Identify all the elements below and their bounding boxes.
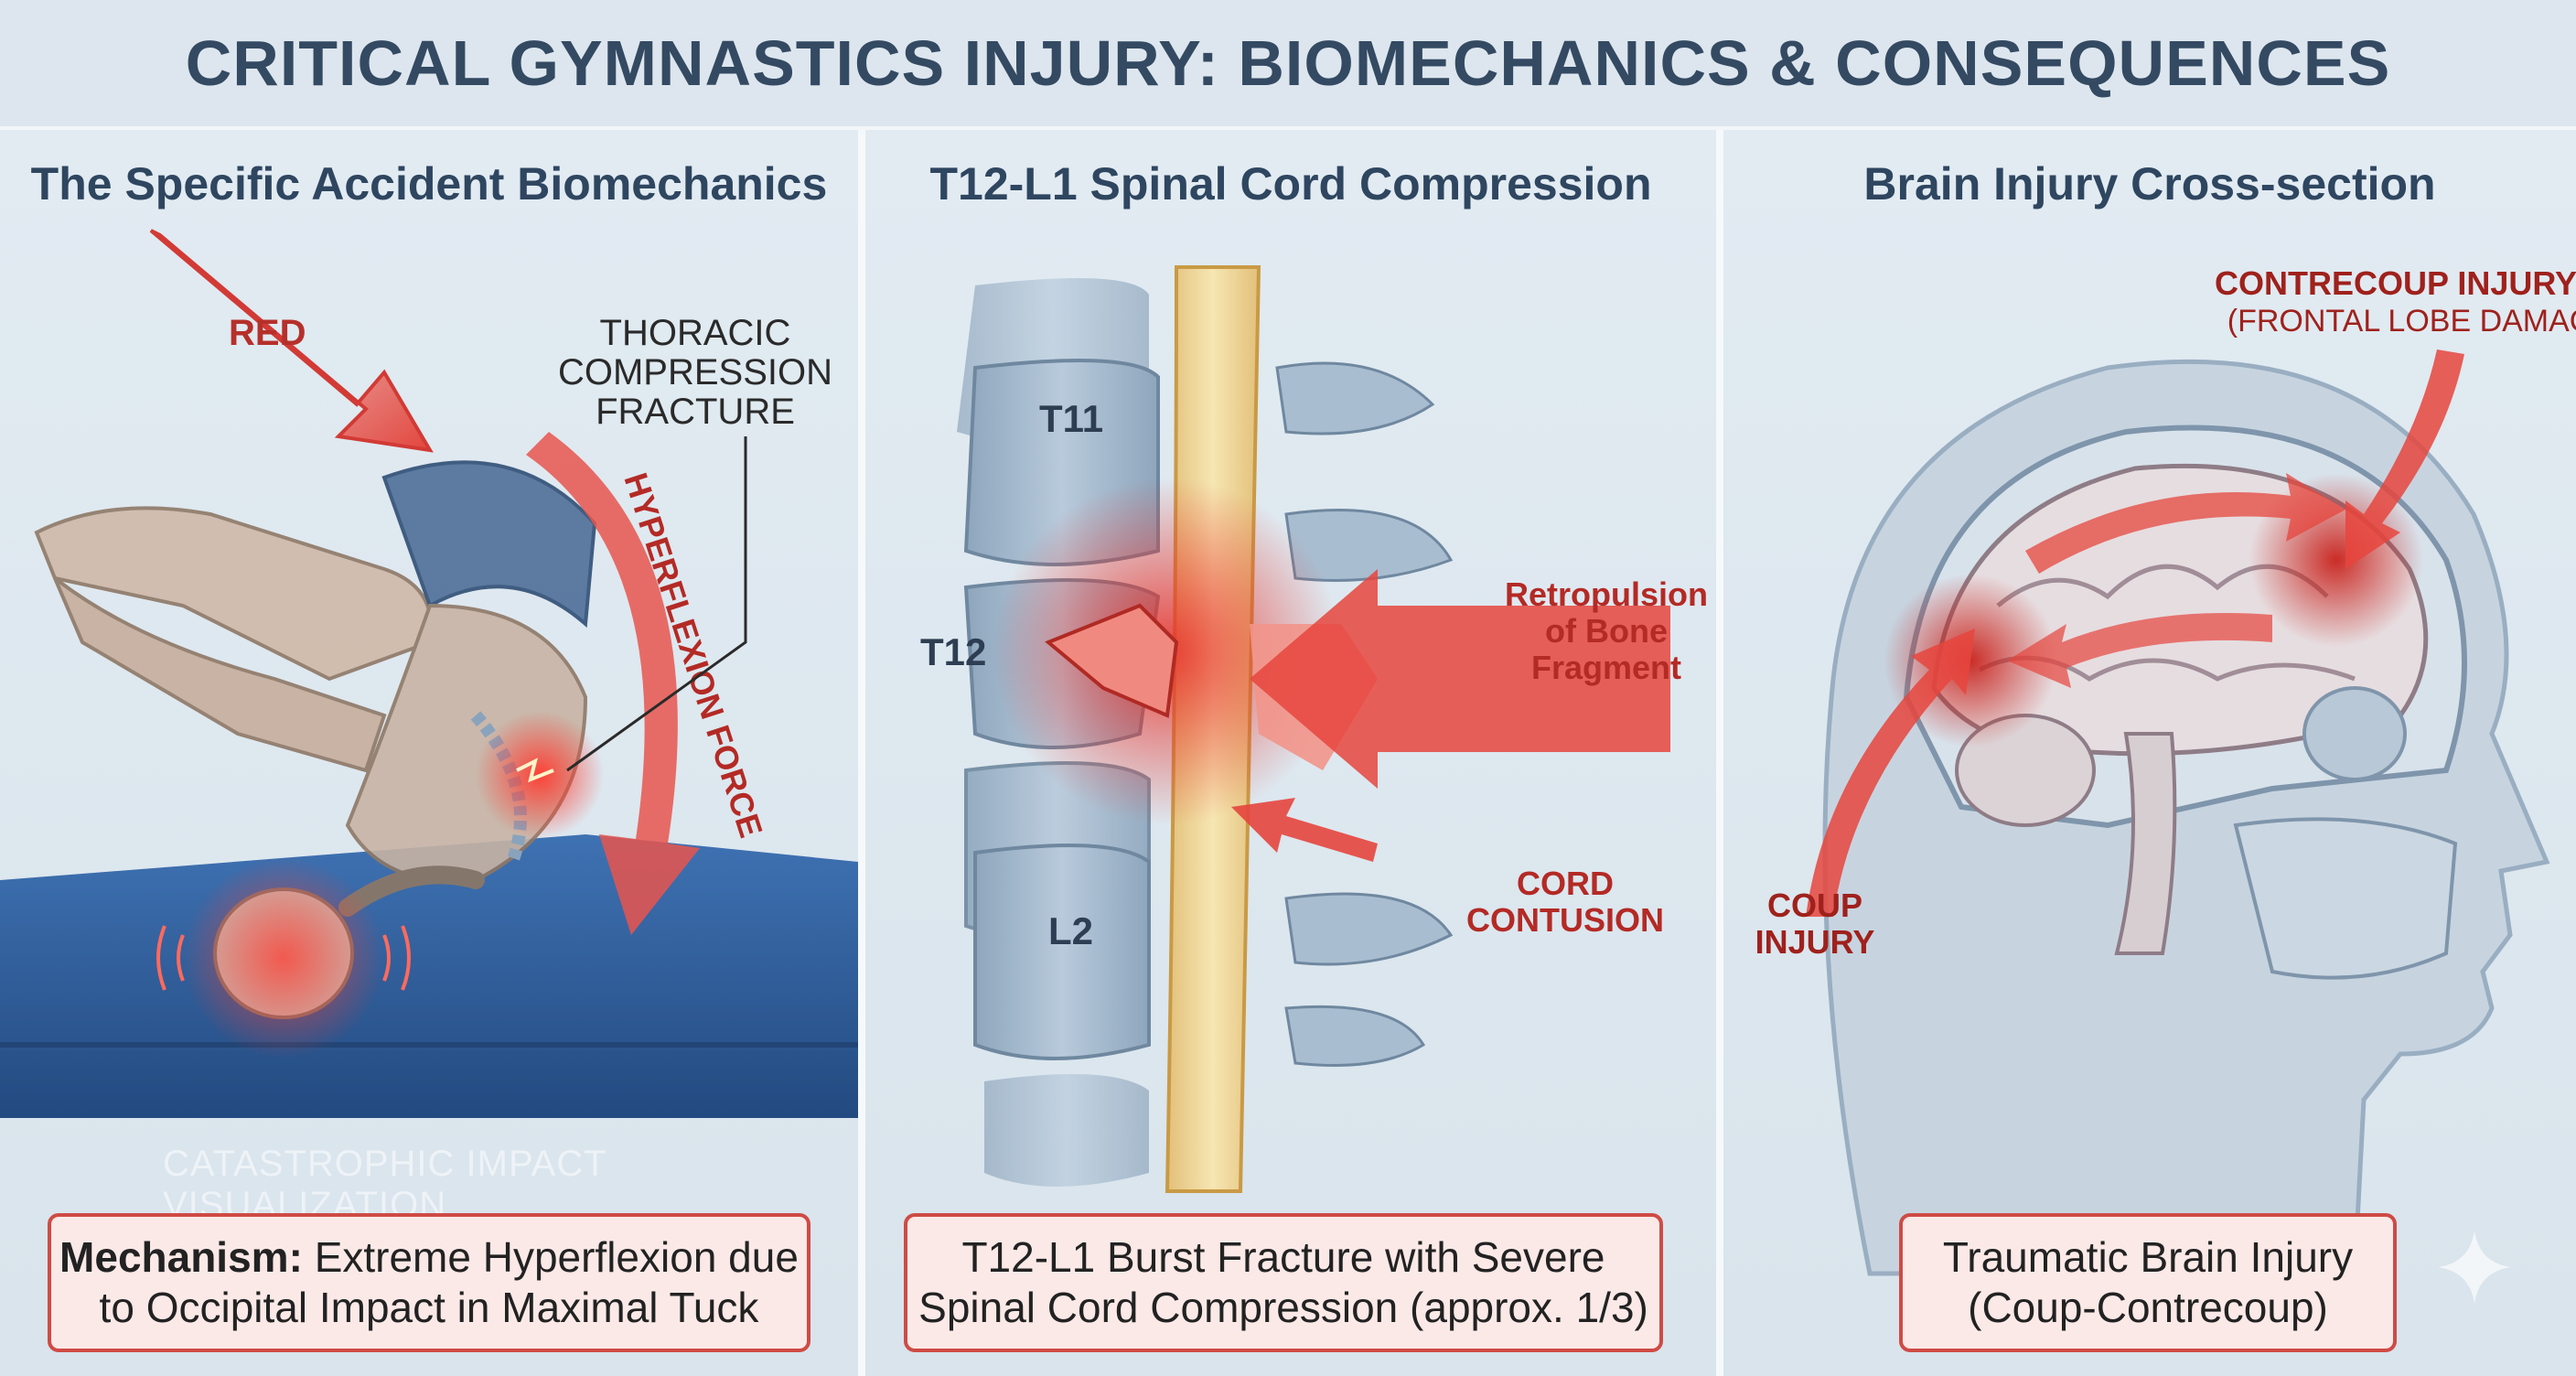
page-title: CRITICAL GYMNASTICS INJURY: BIOMECHANICS… — [185, 27, 2391, 99]
vertebra-l2-label: L2 — [1048, 909, 1093, 952]
contrecoup-arrow — [2345, 349, 2464, 569]
bone-fragment — [1045, 603, 1179, 718]
brain-illustration: CONTRECOUP INJURY (FRONTAL LOBE DAMAGE) … — [1755, 264, 2576, 1276]
spine-caption-line-2: Spinal Cord Compression (approx. 1/3) — [918, 1284, 1648, 1331]
fracture-label-line-2: COMPRESSION — [558, 352, 832, 392]
panel-accident-biomechanics: The Specific Accident Biomechanics — [0, 130, 858, 1376]
sparkle-icon — [2438, 1231, 2511, 1304]
brainstem — [2114, 732, 2177, 955]
fracture-callout-line — [566, 436, 747, 772]
spine-outline — [470, 711, 527, 865]
brain-caption-line-1: Traumatic Brain Injury — [1942, 1232, 2354, 1281]
brain-shift-arrow-forward — [2025, 473, 2345, 574]
head-impact-glow — [183, 857, 384, 1059]
mechanism-label: Mechanism: — [59, 1232, 303, 1281]
red-arrow-label: RED — [229, 313, 306, 353]
contusion-arrow — [1231, 798, 1378, 862]
contusion-label-line-1: CORD — [1517, 865, 1614, 902]
biomechanics-illustration: RED HYPERFLEXION FORCE THORACIC COMPRESS… — [0, 229, 858, 1118]
spine-caption-line-1: T12-L1 Burst Fracture with Severe — [961, 1232, 1605, 1281]
eye-socket — [2302, 686, 2407, 781]
retropulsion-label-line-1: Retropulsion — [1505, 575, 1708, 613]
contusion-label-line-2: CONTUSION — [1466, 901, 1664, 939]
panel-divider — [858, 130, 865, 1376]
mechanism-text-line-2: to Occipital Impact in Maximal Tuck — [99, 1284, 759, 1331]
retropulsion-label-line-3: Fragment — [1531, 649, 1681, 686]
mechanism-text-line-1: Extreme Hyperflexion due — [314, 1232, 799, 1281]
impact-visualization-caption: CATASTROPHIC IMPACT VISUALIZATION — [163, 1144, 606, 1225]
hyperflexion-force-arrow — [526, 432, 700, 935]
panel-brain-injury: Brain Injury Cross-section CONTRECOU — [1723, 130, 2576, 1376]
brain-caption-line-2: (Coup-Contrecoup) — [1968, 1284, 2328, 1331]
fracture-label-line-1: THORACIC — [600, 313, 791, 353]
brain-caption-box: Traumatic Brain Injury (Coup-Contrecoup) — [1899, 1213, 2397, 1352]
spine-caption-box: T12-L1 Burst Fracture with Severe Spinal… — [904, 1213, 1663, 1352]
coup-arrow — [1806, 629, 1975, 917]
retropulsion-arrow — [1250, 569, 1670, 789]
spine-illustration: T11 T12 L2 Retropulsion of Bone Fragment… — [920, 265, 1708, 1193]
contrecoup-sublabel: (FRONTAL LOBE DAMAGE) — [2227, 304, 2576, 339]
panel-title-middle: T12-L1 Spinal Cord Compression — [929, 158, 1652, 210]
red-force-arrow — [149, 229, 434, 453]
panel-divider — [1716, 130, 1723, 1376]
header-bar: CRITICAL GYMNASTICS INJURY: BIOMECHANICS… — [0, 0, 2576, 130]
contrecoup-label: CONTRECOUP INJURY — [2215, 264, 2576, 302]
mechanism-caption-box: Mechanism: Extreme Hyperflexion due to O… — [48, 1213, 810, 1352]
panel-title-left: The Specific Accident Biomechanics — [30, 158, 828, 210]
vertebra-l2 — [973, 844, 1151, 1060]
coup-label-line-2: INJURY — [1755, 923, 1875, 961]
panel-title-right: Brain Injury Cross-section — [1863, 158, 2436, 210]
fracture-label-line-3: FRACTURE — [596, 392, 795, 432]
panel-spinal-compression: T12-L1 Spinal Cord Compression — [865, 130, 1716, 1376]
vertebra-t12-label: T12 — [920, 630, 986, 673]
vertebra-t11-label: T11 — [1039, 397, 1103, 440]
coup-label-line-1: COUP — [1767, 887, 1862, 924]
retropulsion-label-line-2: of Bone — [1545, 612, 1668, 650]
brain-shift-arrow-back — [2007, 613, 2272, 688]
